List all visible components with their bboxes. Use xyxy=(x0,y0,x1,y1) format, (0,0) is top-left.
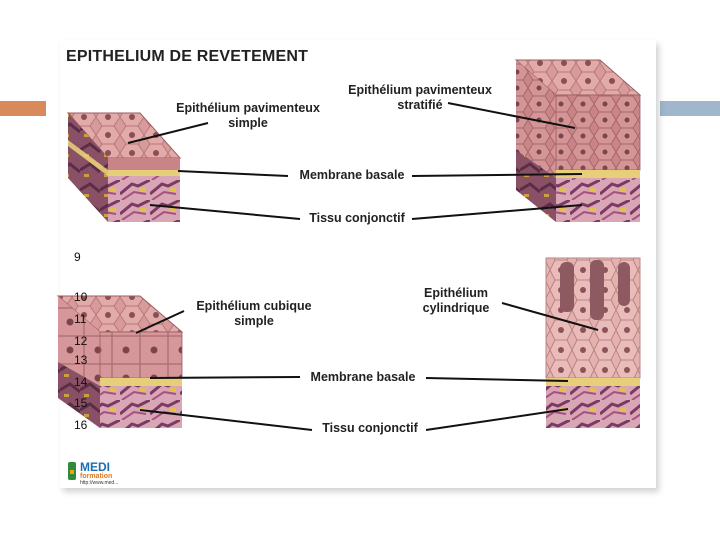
label-cubique-simple: Epithélium cubique simple xyxy=(186,299,322,329)
slide-number: 13 xyxy=(74,353,88,367)
slide-number: 16 xyxy=(74,418,88,432)
medi-logo: MEDI formation http://www.med... xyxy=(68,460,178,486)
slide-number: 14 xyxy=(74,375,88,389)
label-membrane-basale-top: Membrane basale xyxy=(299,168,405,182)
accent-bar-right xyxy=(660,101,720,116)
label-line: stratifié xyxy=(397,98,443,112)
label-pavimenteux-simple: Epithélium pavimenteux simple xyxy=(170,101,326,131)
slide-number: 12 xyxy=(74,334,88,348)
leader-lines xyxy=(127,102,599,431)
slide-number: 11 xyxy=(74,312,87,326)
accent-bar-left xyxy=(0,101,46,116)
label-tissu-conjonctif-top: Tissu conjonctif xyxy=(309,211,405,225)
label-cylindrique: Epithélium cylindrique xyxy=(414,286,498,316)
slide-number: 15 xyxy=(74,396,88,410)
block-cylindrique xyxy=(545,257,641,428)
medi-logo-name: MEDI xyxy=(80,460,110,474)
block-pavimenteux-simple xyxy=(66,112,182,222)
label-membrane-basale-bottom: Membrane basale xyxy=(310,370,416,384)
medi-logo-icon-accent xyxy=(70,470,74,474)
label-tissu-conjonctif-bottom: Tissu conjonctif xyxy=(322,421,418,435)
block-pavimenteux-stratifie xyxy=(514,59,642,222)
medi-logo-sub: formation xyxy=(80,473,113,480)
medi-logo-url: http://www.med... xyxy=(80,480,119,486)
slide-number: 9 xyxy=(74,250,81,264)
label-line: simple xyxy=(234,314,274,328)
label-line: Epithélium pavimenteux xyxy=(348,83,492,97)
label-line: Epithélium pavimenteux xyxy=(176,101,320,115)
page-title: EPITHELIUM DE REVETEMENT xyxy=(66,48,309,65)
slide-number: 10 xyxy=(74,290,88,304)
label-line: cylindrique xyxy=(422,301,490,315)
label-line: Epithélium xyxy=(424,286,488,300)
label-pavimenteux-stratifie: Epithélium pavimenteux stratifié xyxy=(340,83,500,113)
block-cubique-simple xyxy=(56,295,184,428)
label-line: Epithélium cubique xyxy=(196,299,312,313)
label-line: simple xyxy=(228,116,268,130)
